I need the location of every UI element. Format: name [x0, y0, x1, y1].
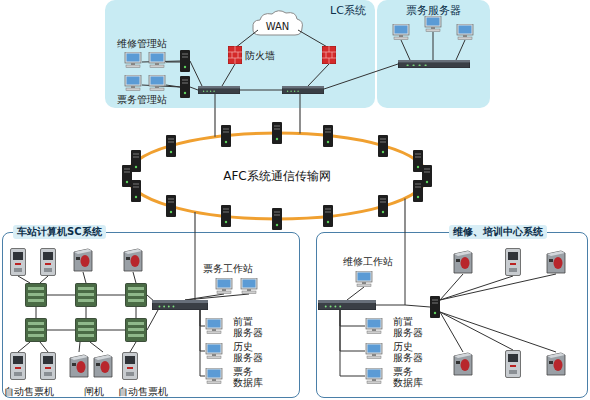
panel-title: LC系统	[330, 3, 366, 18]
network-link	[194, 212, 195, 232]
network-link	[214, 108, 215, 137]
device-label: 闸机	[84, 386, 104, 397]
cloud-outline	[253, 11, 303, 35]
device-label: 防火墙	[245, 50, 275, 61]
device-label: 票务 数据库	[393, 366, 429, 388]
device-label: 前置 服务器	[393, 316, 429, 338]
device-label: 历史 服务器	[393, 341, 429, 363]
system-panel: 车站计算机SC系统	[2, 232, 300, 398]
panel-title: 车站计算机SC系统	[13, 225, 106, 239]
device-label: 票务工作站	[203, 263, 253, 274]
ring-label: AFC系统通信传输网	[223, 168, 331, 185]
device-label: 自动售票机	[4, 386, 54, 397]
wan-cloud: WAN	[250, 8, 305, 38]
device-label: 票务管理站	[117, 94, 167, 105]
device-label: 历史 服务器	[233, 341, 269, 363]
ring-network: AFC系统通信传输网	[122, 128, 432, 224]
system-panel: LC系统 WAN	[105, 0, 375, 108]
system-panel: 票务服务器	[377, 0, 490, 108]
device-label: 自动售票机	[118, 386, 168, 397]
cloud-label: WAN	[266, 15, 290, 32]
device-label: 维修工作站	[343, 256, 393, 267]
device-label: 票务 数据库	[233, 366, 269, 388]
panel-title: 票务服务器	[377, 3, 490, 18]
network-link	[299, 108, 300, 134]
network-link	[404, 198, 405, 232]
device-label: 维修管理站	[117, 38, 167, 49]
device-label: 前置 服务器	[233, 316, 269, 338]
ring-nodes	[122, 122, 432, 230]
panel-title: 维修、培训中心系统	[449, 225, 547, 239]
ring-outline	[127, 133, 427, 219]
